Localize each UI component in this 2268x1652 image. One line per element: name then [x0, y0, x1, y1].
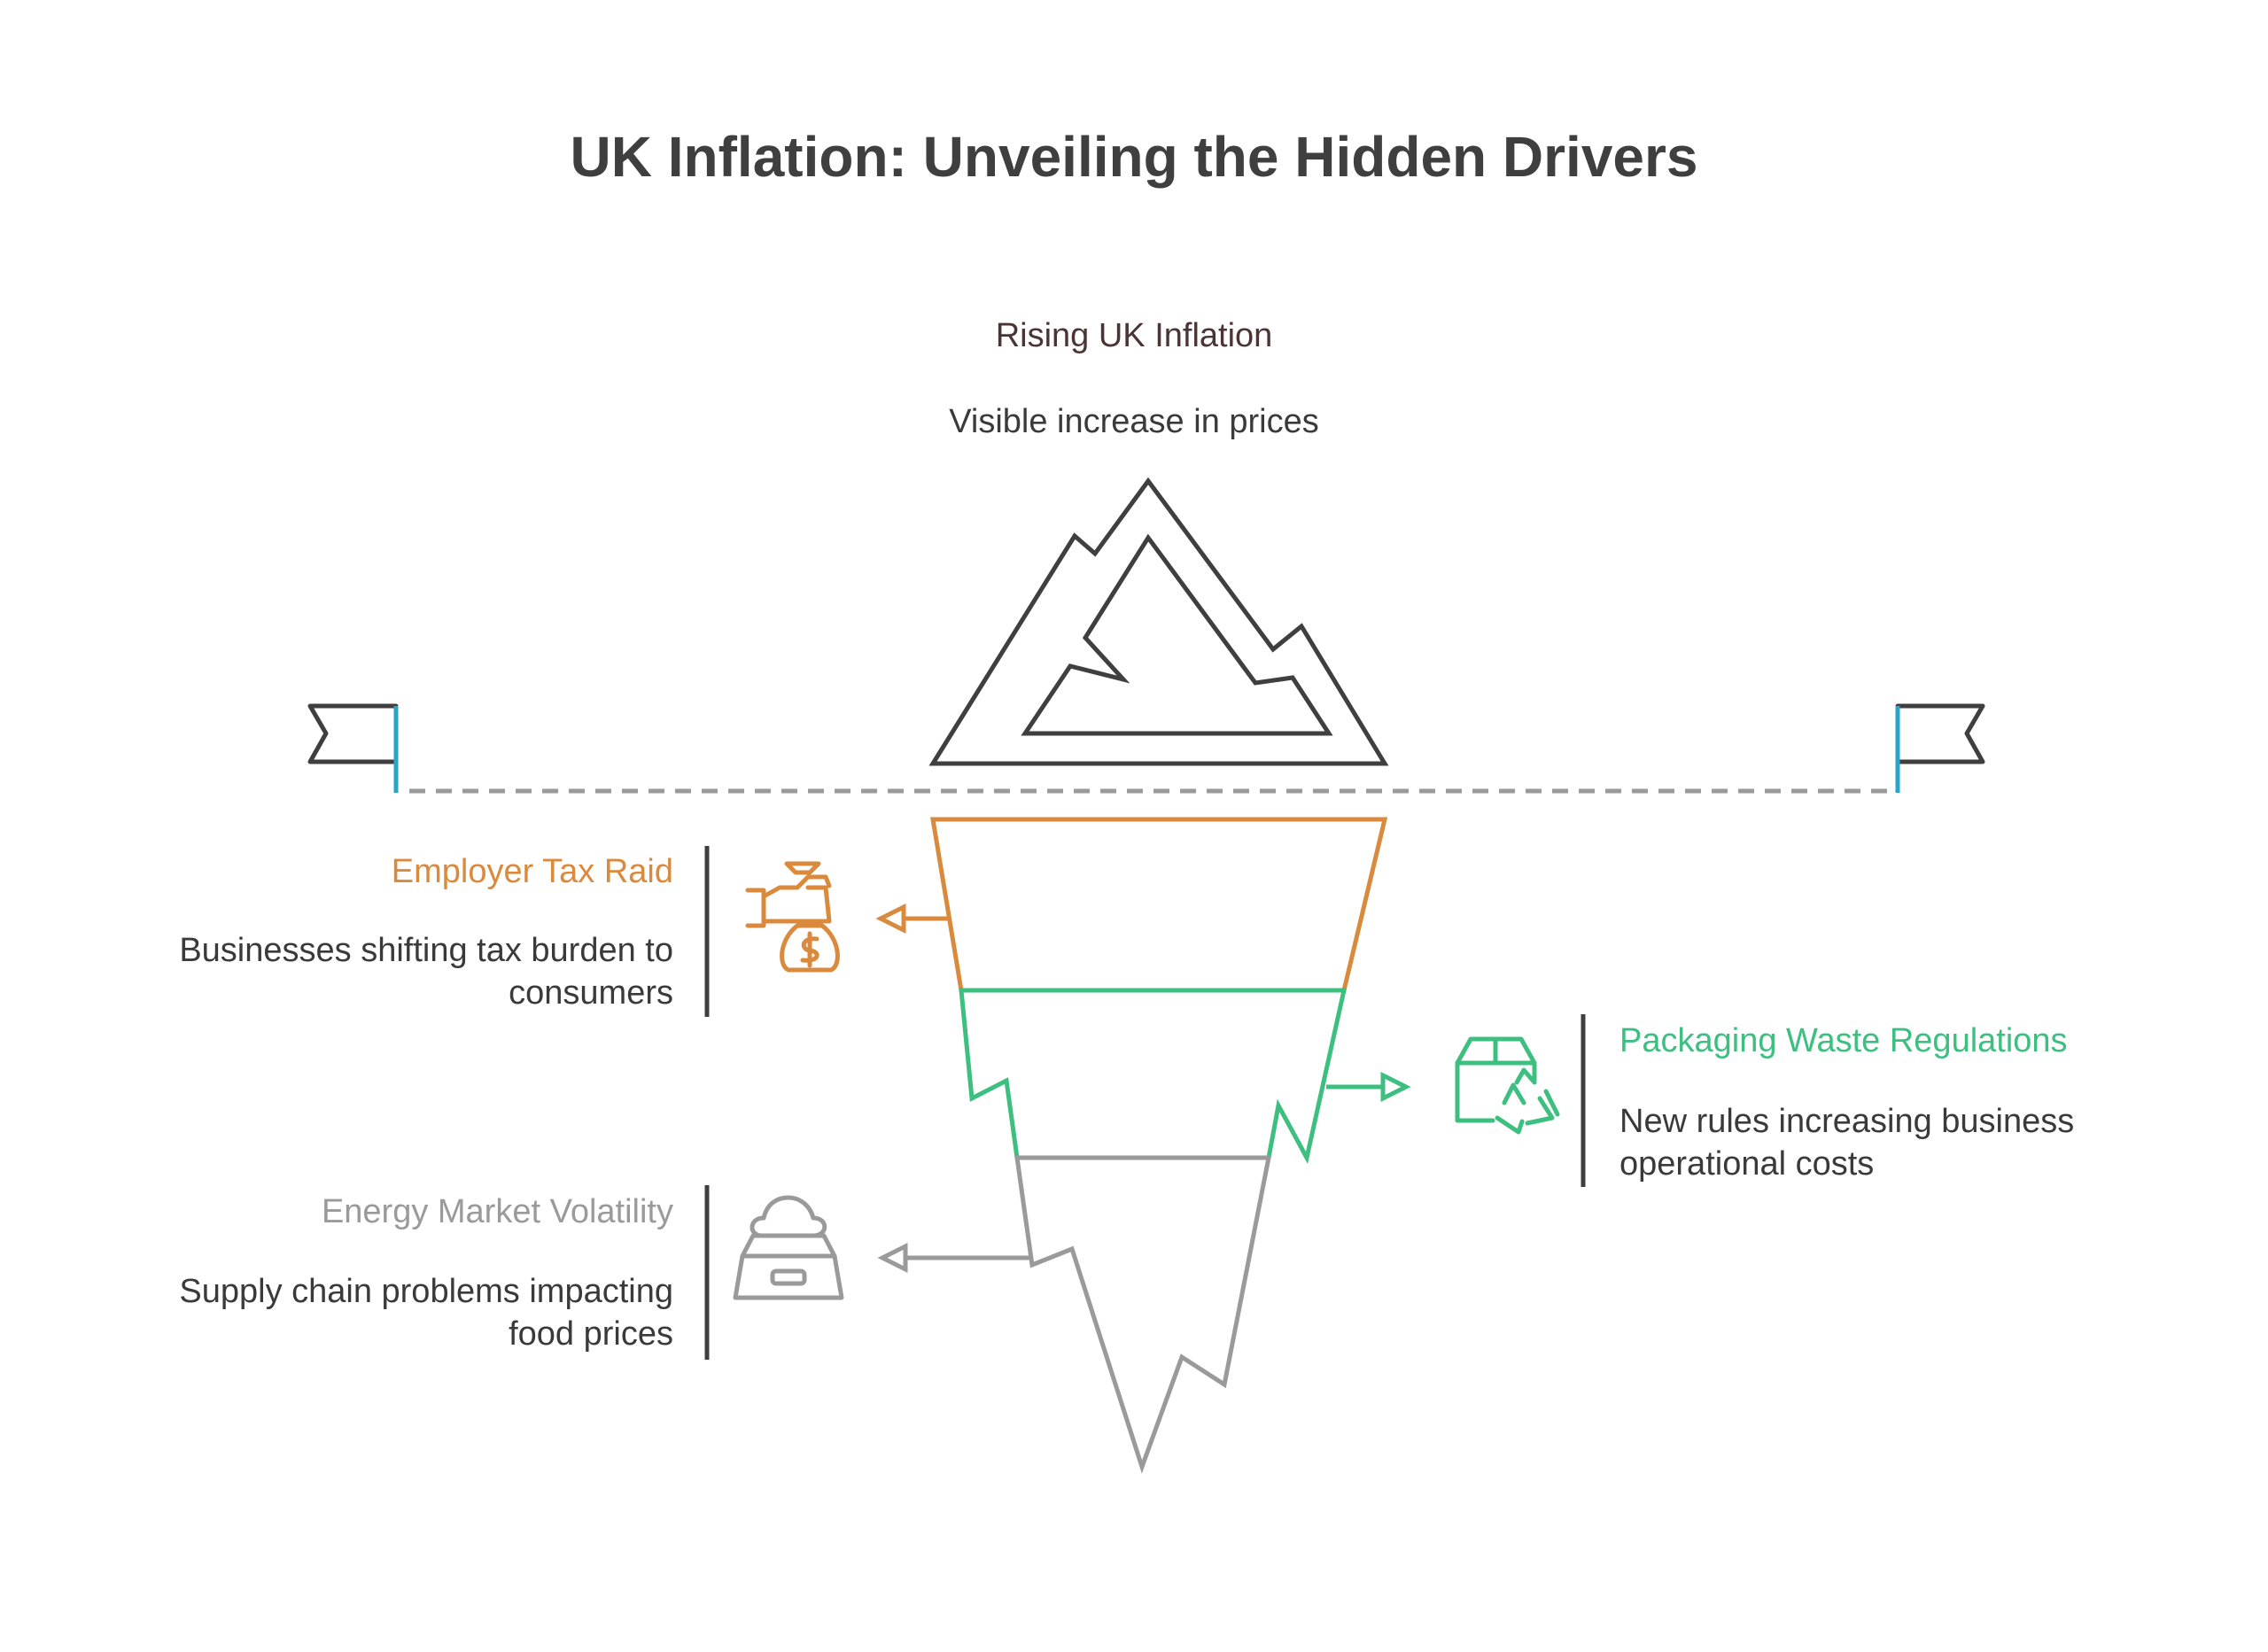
- page-title: UK Inflation: Unveiling the Hidden Drive…: [570, 125, 1698, 189]
- description-line: Supply chain problems impacting: [179, 1273, 673, 1310]
- description-line: food prices: [509, 1315, 673, 1353]
- layer-title-energy: Energy Market Volatility: [321, 1193, 673, 1230]
- description-line: Businesses shifting tax burden to: [179, 932, 673, 969]
- description-line: consumers: [509, 974, 673, 1012]
- iceberg-layer-tax: [930, 817, 1388, 993]
- description-line: New rules increasing business: [1619, 1103, 2075, 1140]
- iceberg-layer-energy: [1014, 1155, 1272, 1474]
- layer-description-energy: Supply chain problems impacting food pri…: [179, 1270, 673, 1355]
- box-recycle-icon: [1455, 1036, 1560, 1135]
- iceberg-tip: [928, 477, 1389, 766]
- left-flag-icon: [307, 703, 399, 793]
- layer-title-packaging: Packaging Waste Regulations: [1619, 1022, 2068, 1059]
- arrow-tax: [875, 903, 951, 935]
- layer-description-packaging: New rules increasing business operationa…: [1619, 1100, 2074, 1185]
- tip-description: Visible increase in prices: [949, 403, 1319, 440]
- arrow-packaging: [1326, 1071, 1411, 1103]
- iceberg-layer-packaging: [959, 988, 1348, 1165]
- arrow-energy: [877, 1242, 1032, 1274]
- hand-money-bag-icon: [745, 861, 840, 973]
- layer-title-tax: Employer Tax Raid: [391, 853, 673, 890]
- description-line: operational costs: [1619, 1145, 1875, 1183]
- layer-description-tax: Businesses shifting tax burden to consum…: [179, 929, 673, 1014]
- tip-title: Rising UK Inflation: [995, 317, 1273, 354]
- right-flag-icon: [1895, 703, 1985, 793]
- weighing-scale-icon: [733, 1195, 844, 1300]
